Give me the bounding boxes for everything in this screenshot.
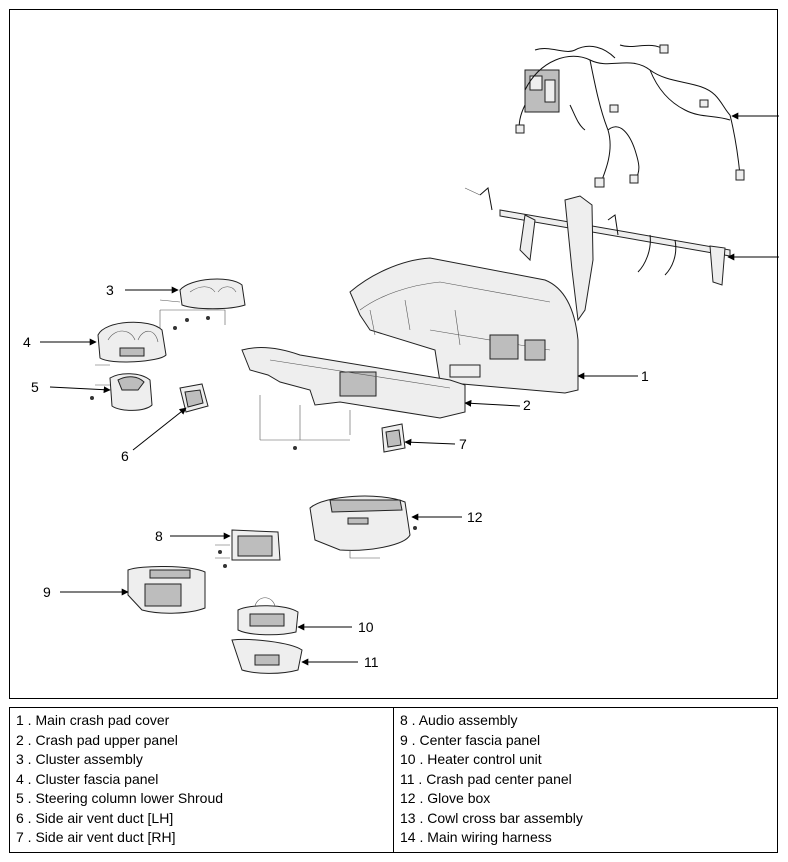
leader-line-6 <box>132 407 187 451</box>
crash-pad-center-panel <box>231 639 303 674</box>
callout-12: 12 <box>467 509 483 525</box>
legend-item-label: Cluster assembly <box>35 751 143 767</box>
legend-item-number: 8 <box>400 712 408 728</box>
callout-9: 9 <box>43 584 51 600</box>
legend-item-label: Side air vent duct [RH] <box>35 829 176 845</box>
legend-item-number: 7 <box>16 829 24 845</box>
diagram-drawing: 3 4 5 6 1 2 7 12 8 9 10 11 <box>23 44 779 674</box>
legend-item: 3 . Cluster assembly <box>16 751 143 767</box>
legend-item: 9 . Center fascia panel <box>400 731 541 748</box>
legend-item-label: Audio assembly <box>418 712 518 728</box>
legend-column-left: 1 . Main crash pad cover 2 . Crash pad u… <box>10 708 393 852</box>
main-crash-pad-cover <box>349 257 579 394</box>
legend-item: 6 . Side air vent duct [LH] <box>16 809 174 826</box>
legend-item-label: Main wiring harness <box>427 829 552 845</box>
legend-item: 8 . Audio assembly <box>400 712 518 728</box>
legend-item-number: 13 <box>400 809 416 826</box>
heater-control-unit <box>237 597 299 636</box>
legend-item: 12 . Glove box <box>400 790 491 806</box>
leader-line-7 <box>404 438 456 446</box>
legend-item-label: Center fascia panel <box>419 731 541 748</box>
callout-1: 1 <box>641 368 649 384</box>
side-air-vent-duct-lh <box>179 383 209 413</box>
legend-item: 14 . Main wiring harness <box>400 829 552 845</box>
legend-item: 1 . Main crash pad cover <box>16 712 170 728</box>
legend-item-label: Heater control unit <box>427 751 542 767</box>
steering-column-lower-shroud <box>90 373 153 411</box>
leader-line-5 <box>49 386 111 394</box>
legend-item: 7 . Side air vent duct [RH] <box>16 829 176 845</box>
legend-item-number: 11 <box>400 770 415 787</box>
audio-assembly <box>215 529 281 568</box>
callout-10: 10 <box>358 619 374 635</box>
legend-item-label: Main crash pad cover <box>35 712 170 728</box>
legend-item: 11 . Crash pad center panel <box>400 770 572 787</box>
callout-7: 7 <box>459 436 467 452</box>
callout-4: 4 <box>23 334 31 350</box>
cluster-assembly <box>159 278 246 330</box>
cluster-fascia-panel <box>95 321 167 386</box>
legend-item-number: 5 <box>16 790 24 806</box>
legend-item: 5 . Steering column lower Shroud <box>16 790 224 806</box>
callout-6: 6 <box>121 448 129 464</box>
callout-8: 8 <box>155 528 163 544</box>
legend-item-number: 10 <box>400 751 416 767</box>
callout-5: 5 <box>31 379 39 395</box>
legend-column-right: 8 . Audio assembly 9 . Center fascia pan… <box>393 708 777 852</box>
legend-item-number: 3 <box>16 751 24 767</box>
legend-item: 4 . Cluster fascia panel <box>16 770 159 787</box>
legend-item-number: 12 <box>400 790 416 806</box>
legend-item-label: Crash pad center panel <box>426 770 572 787</box>
crash-pad-upper-panel <box>241 347 466 450</box>
glove-box <box>309 495 417 559</box>
legend-item: 2 . Crash pad upper panel <box>16 731 178 748</box>
legend-item-number: 2 <box>16 731 24 748</box>
callout-3: 3 <box>106 282 114 298</box>
legend-item-label: Cluster fascia panel <box>35 770 159 787</box>
legend-item-label: Crash pad upper panel <box>35 731 178 748</box>
legend-item-number: 1 <box>16 712 24 728</box>
exploded-diagram: 3 4 5 6 1 2 7 12 8 9 10 11 <box>9 9 779 699</box>
center-fascia-panel <box>127 565 206 614</box>
leader-line-2 <box>464 399 521 407</box>
legend-item-label: Steering column lower Shroud <box>35 790 224 806</box>
legend-item-number: 4 <box>16 770 24 787</box>
callout-11: 11 <box>364 654 379 670</box>
legend-item-number: 9 <box>400 731 408 748</box>
legend-item-label: Side air vent duct [LH] <box>35 809 174 826</box>
callout-2: 2 <box>523 397 531 413</box>
parts-legend: 1 . Main crash pad cover 2 . Crash pad u… <box>9 707 778 853</box>
legend-item-label: Cowl cross bar assembly <box>427 809 583 826</box>
legend-item-label: Glove box <box>427 790 491 806</box>
side-air-vent-duct-rh <box>381 423 406 453</box>
cowl-cross-bar-assembly <box>464 187 731 322</box>
legend-item: 10 . Heater control unit <box>400 751 542 767</box>
legend-item-number: 14 <box>400 829 416 845</box>
legend-item-number: 6 <box>16 809 24 826</box>
main-wiring-harness <box>515 44 745 188</box>
legend-item: 13 . Cowl cross bar assembly <box>400 809 583 826</box>
